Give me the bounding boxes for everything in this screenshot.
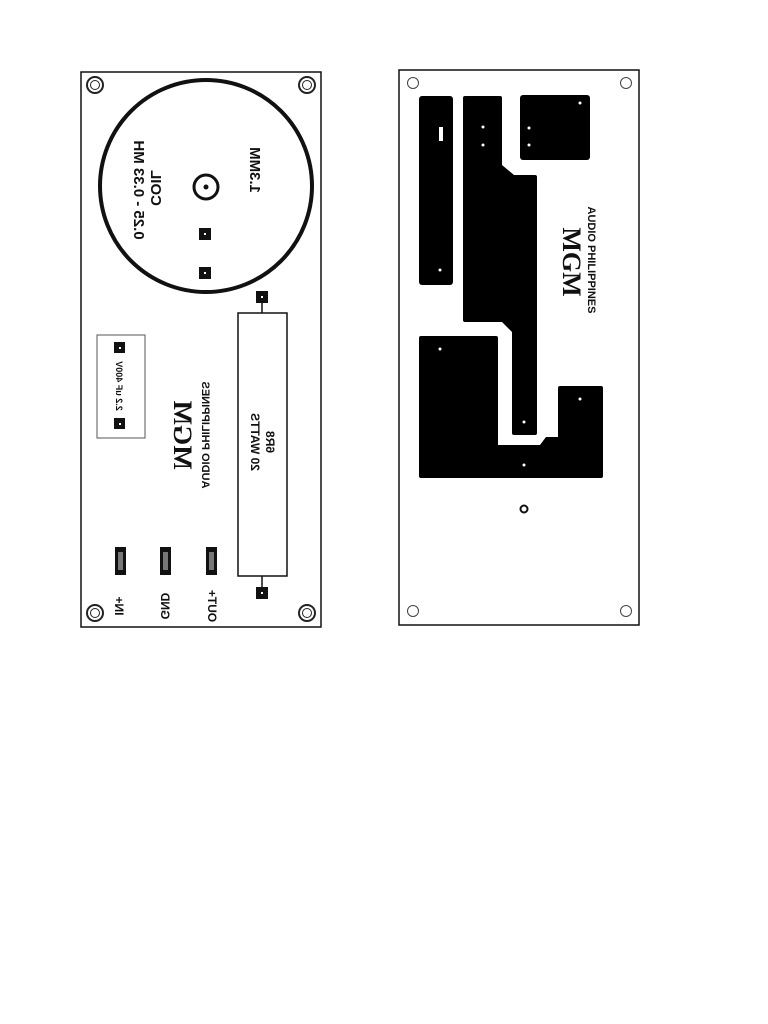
terminal-out: OUT+ [205,547,219,622]
resistor-value-label: 6R8 [263,431,277,453]
drill-hole [519,504,529,514]
inductor-type-label: COIL [147,170,164,206]
brand-label: AUDIO PHILIPPINES [585,207,597,314]
inductor-coil: 1.3MM COIL 0.25 - 0.33 MH [98,78,314,294]
mgm-logo: MGM [168,400,197,469]
terminal-in-label: IN+ [112,596,126,615]
brand-label: AUDIO PHILIPPINES [199,382,211,489]
terminal-headers: IN+ GND OUT+ [112,547,219,622]
component-board: 1.3MM COIL 0.25 - 0.33 MH 20 WATTS 6R8 2… [80,71,322,628]
inductor-value-label: 0.25 - 0.33 MH [130,140,147,239]
inductor-size-label: 1.3MM [246,147,263,193]
drill-holes [438,101,582,467]
copper-traces [419,95,603,478]
mounting-holes [86,76,316,622]
capacitor: 2.2 uF 400V [96,334,146,439]
capacitor-value-label: 2.2 uF 400V [114,361,124,411]
copper-board: MGM AUDIO PHILIPPINES [398,69,640,626]
mounting-holes [407,77,632,617]
terminal-out-label: OUT+ [205,590,219,622]
terminal-gnd-label: GND [158,592,172,619]
resistor: 20 WATTS 6R8 [237,291,288,599]
terminal-in: IN+ [112,547,126,616]
terminal-gnd: GND [158,547,172,619]
resistor-power-label: 20 WATTS [248,413,262,471]
mgm-logo: MGM [557,227,586,296]
